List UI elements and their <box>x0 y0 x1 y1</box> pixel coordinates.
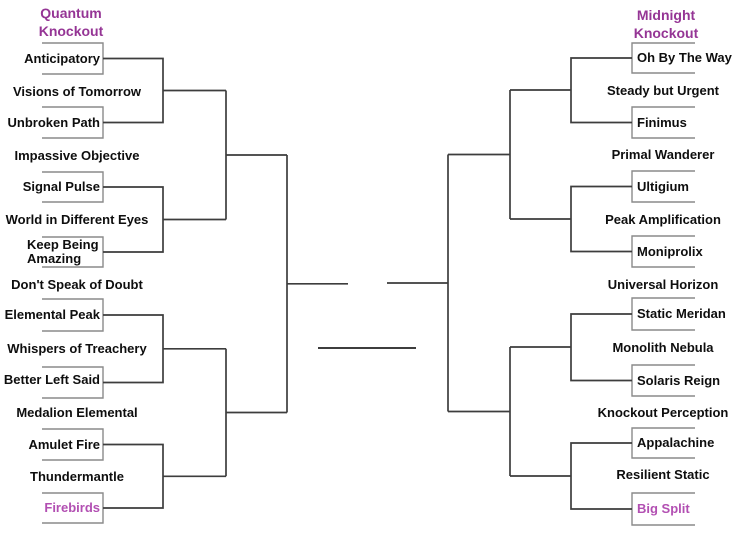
bracket-entry: Thundermantle <box>30 469 124 484</box>
bracket-entry: Visions of Tomorrow <box>12 84 142 99</box>
bracket-entry: Better Left Said <box>3 372 100 387</box>
left-bracket-title: Quantum Knockout <box>6 4 136 40</box>
bracket-entry: Anticipatory <box>24 50 100 66</box>
bracket-entry: Static Meridan <box>637 306 726 321</box>
bracket-entry: Unbroken Path <box>7 114 100 130</box>
bracket-entry: Oh By The Way <box>637 50 732 65</box>
right-bracket-title: Midnight Knockout <box>601 6 731 42</box>
bracket-entry: Solaris Reign <box>637 372 721 388</box>
bracket-entry: Signal Pulse <box>22 179 100 194</box>
right-bracket-title-line1: Midnight <box>636 7 696 23</box>
bracket-entry: Appalachine <box>637 435 715 450</box>
bracket-entry: Keep Being Amazing <box>27 237 99 266</box>
bracket-entry: Don't Speak of Doubt <box>11 277 143 292</box>
bracket-entry: Finimus <box>637 114 687 130</box>
bracket-entry: Steady but Urgent <box>607 83 719 98</box>
right-bracket-title-line2: Knockout <box>633 25 699 41</box>
bracket-entry: Peak Amplification <box>605 212 721 227</box>
bracket-entry: Monolith Nebula <box>612 340 714 355</box>
bracket-entry: Elemental Peak <box>4 307 100 322</box>
bracket-entry: Whispers of Treachery <box>7 341 147 356</box>
left-bracket-title-line1: Quantum <box>40 5 102 21</box>
bracket-entry: Resilient Static <box>616 467 710 482</box>
bracket-entry: Impassive Objective <box>14 148 140 163</box>
bracket-entry: Moniprolix <box>637 243 703 259</box>
bracket-entry-highlighted: Firebirds <box>44 500 100 515</box>
bracket-entry: Knockout Perception <box>597 405 729 420</box>
bracket-entry: Medalion Elemental <box>16 405 138 420</box>
bracket-entry: World in Different Eyes <box>5 211 149 227</box>
left-bracket-title-line2: Knockout <box>38 23 104 39</box>
bracket-entry: Amulet Fire <box>28 436 100 452</box>
bracket-entry: Primal Wanderer <box>611 147 715 162</box>
bracket-entry: Universal Horizon <box>607 277 719 292</box>
bracket-entry: Ultigium <box>637 178 689 194</box>
bracket-entry-highlighted: Big Split <box>637 501 690 516</box>
